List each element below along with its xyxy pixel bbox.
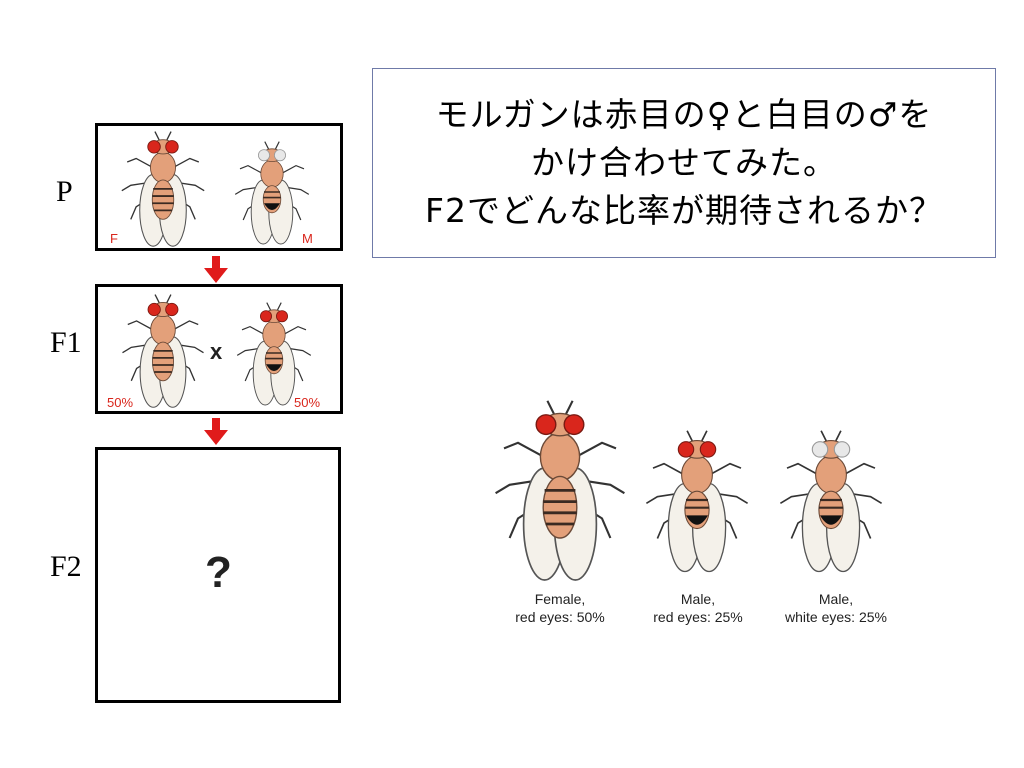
cross-symbol: x (210, 339, 223, 364)
results-illustration: Female, red eyes: 50% Male, red eyes: 25… (480, 390, 920, 635)
question-callout: モルガンは赤目の♀と白目の♂を かけ合わせてみた。 F2でどんな比率が期待される… (372, 68, 996, 258)
result-female-red-eye-fly (494, 399, 626, 582)
callout-line-2: かけ合わせてみた。 (531, 143, 837, 182)
f1-female-red-eye-fly (121, 293, 205, 408)
f2-panel: ? (95, 447, 341, 703)
result-caption-female-red: Female, red eyes: 50% (490, 590, 630, 626)
down-arrow-icon (204, 418, 228, 445)
callout-line-3: F2でどんな比率が期待されるか？ (425, 191, 943, 230)
p-panel: F M (95, 123, 343, 251)
male-white-eye-fly (234, 141, 310, 245)
generation-label-f1: F1 (50, 326, 82, 359)
generation-label-p: P (56, 175, 73, 208)
question-mark: ? (205, 548, 232, 597)
f1-male-red-eye-fly (236, 302, 312, 406)
caption-line: Male, (680, 591, 716, 607)
down-arrow-icon (204, 256, 228, 283)
f1-left-percent: 50% (107, 395, 134, 410)
caption-line: Female, (534, 591, 586, 607)
female-red-eye-fly (121, 130, 205, 247)
caption-line: Male, (818, 591, 854, 607)
result-caption-male-red: Male, red eyes: 25% (628, 590, 768, 626)
callout-line-1: モルガンは赤目の♀と白目の♂を (435, 95, 933, 134)
f1-right-percent: 50% (294, 395, 321, 410)
f1-panel: x 50% 50% (95, 284, 343, 414)
generation-label-f2: F2 (50, 550, 82, 583)
male-label: M (302, 231, 313, 246)
caption-line: red eyes: 50% (515, 609, 605, 625)
result-male-white-eye-fly (779, 429, 883, 573)
caption-line: red eyes: 25% (653, 609, 743, 625)
result-male-red-eye-fly (645, 429, 749, 573)
female-label: F (110, 231, 118, 246)
caption-line: white eyes: 25% (785, 609, 887, 625)
result-caption-male-white: Male, white eyes: 25% (766, 590, 906, 626)
